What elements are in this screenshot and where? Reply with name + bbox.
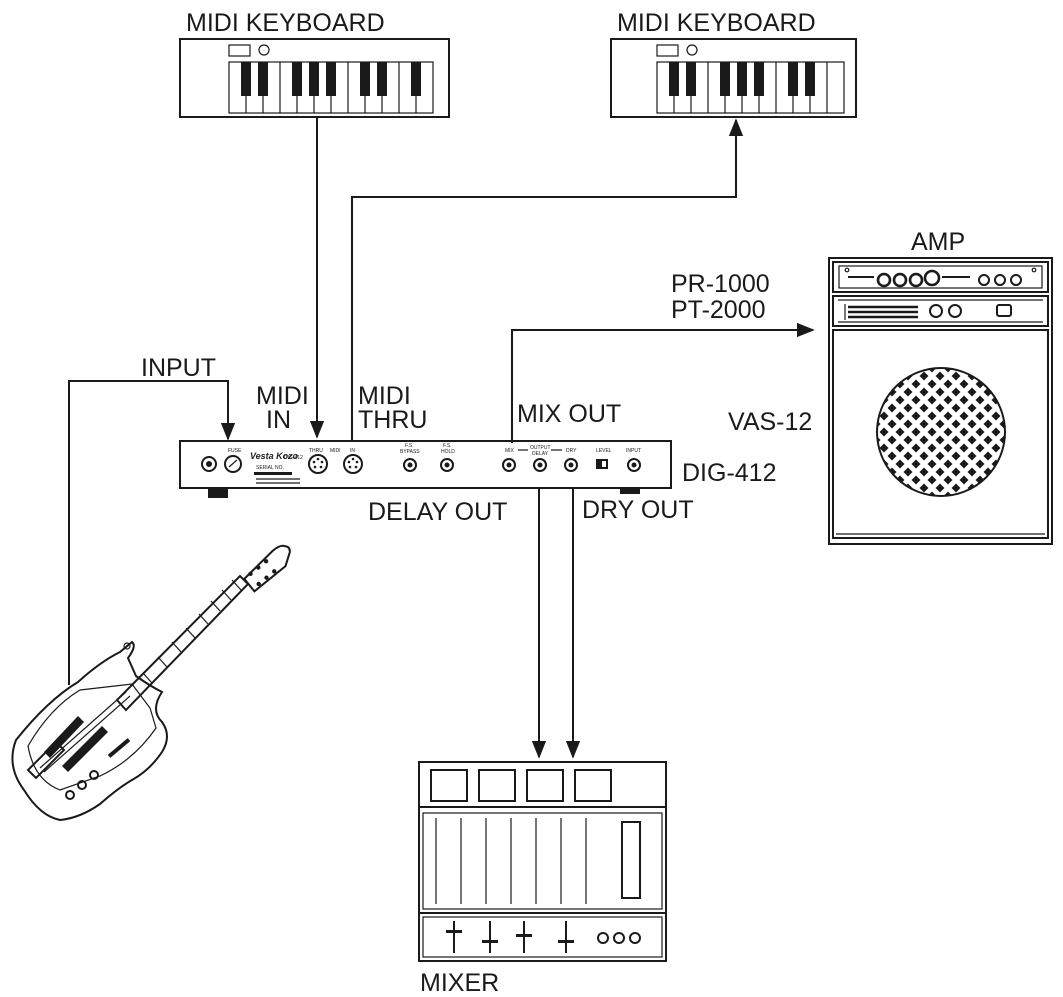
- svg-text:SERIAL NO.: SERIAL NO.: [256, 465, 284, 471]
- dig412-label: DIG-412: [682, 459, 776, 487]
- power-switch: [224, 455, 242, 473]
- cable-mix-out: [511, 322, 815, 443]
- fs-hold-jack: [440, 458, 454, 472]
- keyboard-left-label: MIDI KEYBOARD: [186, 9, 385, 37]
- dry-out-jack: [564, 458, 578, 472]
- midi-keyboard-right: MIDI KEYBOARD: [610, 9, 857, 118]
- mixer: MIXER: [418, 761, 667, 997]
- midi-in-jack: [343, 454, 363, 474]
- mixer-faders: [446, 921, 641, 953]
- svg-text:OUTPUT: OUTPUT: [530, 445, 551, 451]
- dig412-unit: FUSE Vesta Kozo DIG-412 SERIAL NO. THRU …: [179, 440, 672, 498]
- keyboard-right-keys: [656, 61, 845, 114]
- delay-out-label: DELAY OUT: [368, 498, 507, 526]
- mix-out-label: MIX OUT: [517, 400, 621, 428]
- svg-text:DIG-412: DIG-412: [284, 455, 303, 461]
- midi-thru-label-line1: MIDI: [358, 382, 411, 410]
- svg-text:MIX: MIX: [505, 448, 515, 454]
- svg-text:DELAY: DELAY: [532, 451, 549, 457]
- mixer-label: MIXER: [420, 969, 499, 997]
- guitar-knob: [89, 770, 99, 780]
- svg-text:MIDI: MIDI: [330, 448, 341, 454]
- speaker-grille: [877, 368, 1005, 496]
- brand-logo: Vesta Kozo: [250, 451, 299, 461]
- svg-text:LEVEL: LEVEL: [596, 448, 612, 454]
- pr1000-unit: [832, 261, 1049, 293]
- svg-text:HOLD: HOLD: [441, 449, 455, 455]
- guitar-knob: [77, 780, 87, 790]
- vas12-cabinet: [832, 329, 1049, 539]
- mix-out-jack: [502, 458, 516, 472]
- vas12-label: VAS-12: [728, 408, 812, 436]
- guitar-body: [11, 640, 168, 822]
- fuse-holder: [201, 456, 217, 472]
- svg-text:FUSE: FUSE: [228, 448, 242, 454]
- fs-bypass-jack: [403, 458, 417, 472]
- svg-text:BYPASS: BYPASS: [400, 449, 420, 455]
- svg-text:DRY: DRY: [566, 448, 577, 454]
- midi-in-label-line2: IN: [266, 406, 291, 434]
- dry-out-label: DRY OUT: [582, 496, 694, 524]
- svg-text:F.S.: F.S.: [405, 443, 414, 449]
- pt2000-unit: [832, 295, 1049, 327]
- amp-label: AMP: [911, 228, 965, 256]
- amp-stack: AMP: [828, 228, 1053, 545]
- input-label: INPUT: [141, 354, 216, 382]
- svg-text:INPUT: INPUT: [626, 448, 641, 454]
- midi-in-label-line1: MIDI: [256, 382, 309, 410]
- pt2000-label: PT-2000: [671, 296, 766, 324]
- guitar-knob: [65, 790, 75, 800]
- midi-thru-jack: [308, 454, 328, 474]
- svg-text:F.S.: F.S.: [443, 443, 452, 449]
- midi-keyboard-left: MIDI KEYBOARD: [179, 9, 450, 118]
- input-jack: [627, 458, 641, 472]
- cables: [68, 117, 815, 759]
- cable-input: [68, 380, 236, 685]
- keyboard-right-label: MIDI KEYBOARD: [617, 9, 816, 37]
- keyboard-left-keys: [228, 61, 434, 114]
- mixer-channel-strips: [435, 818, 641, 904]
- delay-out-jack: [533, 458, 547, 472]
- midi-thru-label-line2: THRU: [358, 406, 427, 434]
- pr1000-label: PR-1000: [671, 270, 770, 298]
- cable-midi-thru: [351, 118, 744, 441]
- svg-text:THRU: THRU: [309, 448, 323, 454]
- electric-guitar: [11, 544, 291, 822]
- svg-text:IN: IN: [350, 448, 355, 454]
